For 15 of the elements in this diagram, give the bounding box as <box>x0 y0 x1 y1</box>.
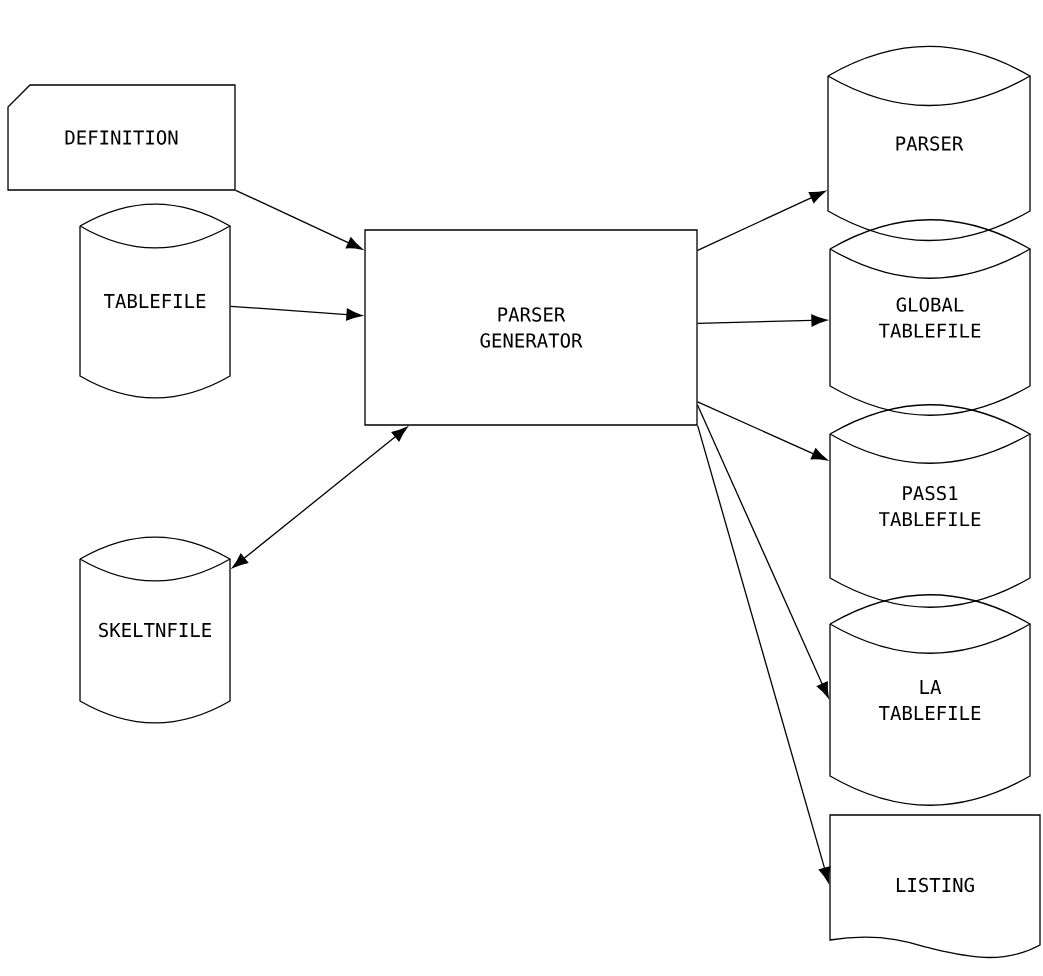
arrow <box>697 190 826 252</box>
arrow <box>697 425 831 883</box>
storage-cylinder: LA TABLEFILE <box>829 594 1031 806</box>
arrow <box>697 401 828 461</box>
arrow <box>697 314 828 327</box>
arrow <box>230 305 363 321</box>
storage-cylinder: GLOBAL TABLEFILE <box>829 219 1031 416</box>
arrow <box>232 426 408 569</box>
arrow <box>697 404 829 699</box>
storage-cylinder: TABLEFILE <box>79 203 231 399</box>
process-box: PARSER GENERATOR <box>364 229 698 426</box>
storage-cylinder: PASS1 TABLEFILE <box>829 404 1031 608</box>
arrow <box>235 189 363 250</box>
storage-cylinder: PARSER <box>827 45 1031 242</box>
storage-cylinder: SKELTNFILE <box>79 536 231 724</box>
